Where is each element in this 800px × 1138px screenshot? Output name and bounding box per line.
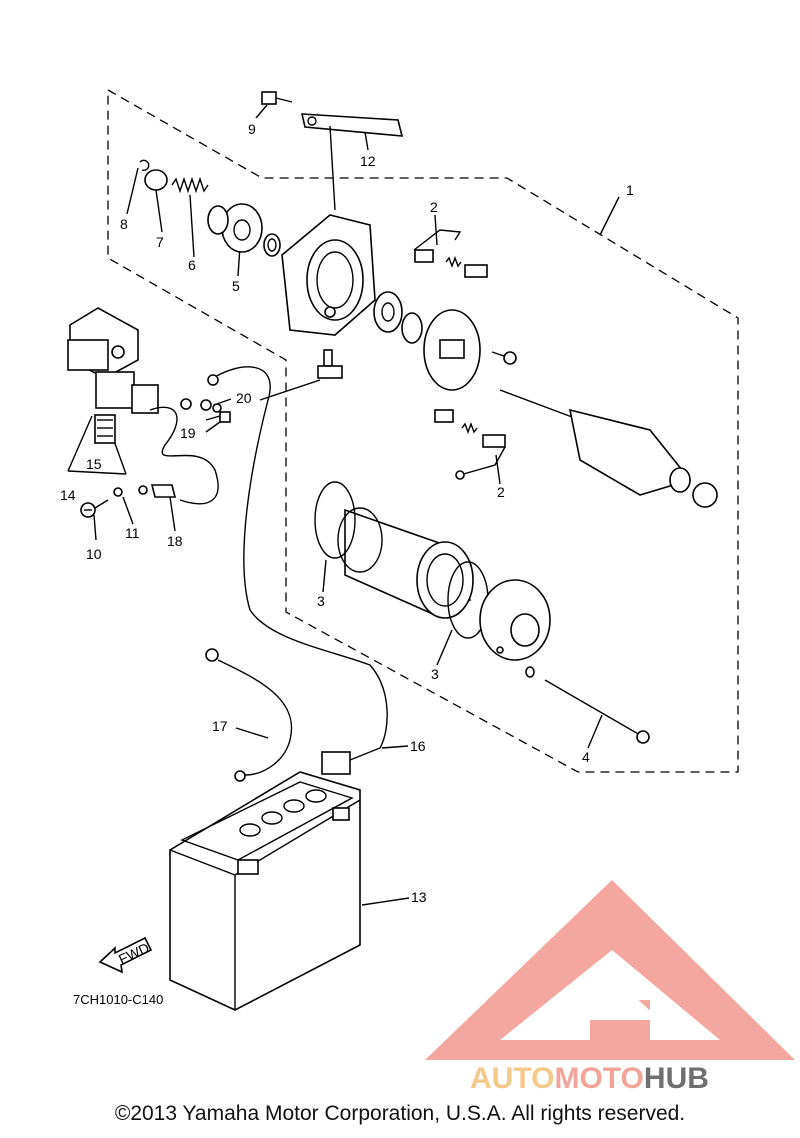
callout-13: 13 <box>411 889 427 905</box>
callout-2-lower: 2 <box>497 484 505 500</box>
collar <box>144 169 168 191</box>
battery <box>169 771 361 1011</box>
callout-3-front: 3 <box>317 593 325 609</box>
armature <box>499 389 718 508</box>
relay-coupler <box>94 414 116 444</box>
small-screw <box>491 351 517 365</box>
brand-part-hub: HUB <box>644 1062 709 1095</box>
callout-2-upper: 2 <box>430 199 438 215</box>
callout-19: 19 <box>180 425 196 441</box>
callout-20: 20 <box>236 390 252 406</box>
watermark-logo-icon <box>425 880 795 1060</box>
callout-5: 5 <box>232 278 240 294</box>
screw-10 <box>80 499 109 518</box>
callout-11: 11 <box>125 525 140 541</box>
callout-18: 18 <box>167 533 183 549</box>
brush-upper <box>413 229 488 278</box>
wire-harness <box>149 366 388 761</box>
lead-terminal <box>317 349 343 379</box>
battery-plus-lead <box>321 751 351 775</box>
yoke-housing <box>337 507 474 619</box>
callout-6: 6 <box>188 257 196 273</box>
callout-15: 15 <box>86 456 102 472</box>
long-bolt <box>525 666 650 744</box>
callout-10: 10 <box>86 546 102 562</box>
callout-3-rear: 3 <box>431 666 439 682</box>
copyright-notice: ©2013 Yamaha Motor Corporation, U.S.A. A… <box>114 1102 686 1125</box>
pinion-gear <box>207 203 263 253</box>
callout-labels: 1 2 2 3 3 4 5 6 7 8 9 10 11 12 13 14 15 … <box>60 121 634 905</box>
fwd-arrow-icon: FWD <box>98 936 153 974</box>
callout-14: 14 <box>60 487 76 503</box>
bolt-9 <box>261 91 293 105</box>
callout-4: 4 <box>582 749 590 765</box>
brush-lower <box>434 409 506 480</box>
battery-minus-lead <box>205 648 293 782</box>
callout-17: 17 <box>212 718 228 734</box>
callout-12: 12 <box>360 153 376 169</box>
rear-cover <box>479 579 551 661</box>
lead-18 <box>138 484 177 498</box>
starter-relay <box>67 307 159 414</box>
bearing <box>373 291 423 344</box>
callout-9: 9 <box>248 121 256 137</box>
circlip <box>139 159 150 172</box>
washer-5 <box>263 233 281 257</box>
drawing-code: 7CH1010-C140 <box>73 992 163 1007</box>
callout-8: 8 <box>120 216 128 232</box>
brush-holder-plate <box>423 309 481 391</box>
o-ring-front <box>314 481 356 559</box>
bolt-19 <box>205 411 231 423</box>
washer-11 <box>113 487 123 497</box>
brand-part-moto: MOTO <box>554 1062 643 1095</box>
callout-7: 7 <box>156 234 164 250</box>
callout-1: 1 <box>626 182 634 198</box>
plate-12 <box>300 113 404 211</box>
callout-16: 16 <box>410 738 426 754</box>
brand-part-auto: AUTO <box>470 1062 554 1095</box>
washer-20 <box>200 399 222 413</box>
spring <box>171 176 209 194</box>
watermark-brand-text: AUTOMOTOHUB <box>470 1062 709 1095</box>
starter-front-cover <box>281 214 376 336</box>
fwd-label: FWD <box>116 939 152 967</box>
